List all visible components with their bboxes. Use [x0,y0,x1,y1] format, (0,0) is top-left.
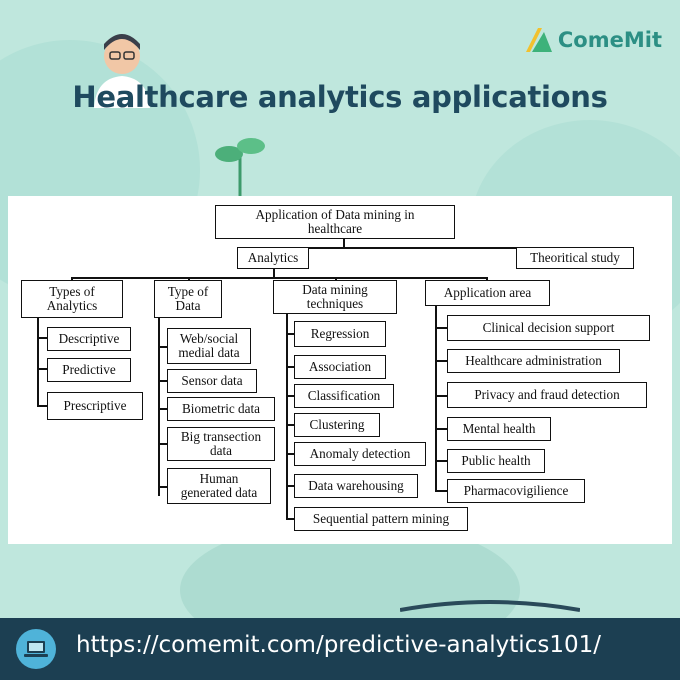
category-application-area: Application area [425,280,550,306]
analytics-node: Analytics [237,247,309,269]
connector-line [37,405,47,407]
connector-line [335,277,337,280]
website-link[interactable]: https://comemit.com/predictive-analytics… [76,632,601,658]
data-type-node: Human generated data [167,468,271,504]
connector-line [37,337,47,339]
analytics-type-node: Prescriptive [47,392,143,420]
category-data-mining-techniques: Data mining techniques [273,280,397,314]
connector-line [286,314,288,520]
diagram-root-node: Application of Data mining in healthcare [215,205,455,239]
connector-line [37,318,39,407]
brand-logo: ComeMit [522,24,662,56]
connector-line [158,380,167,382]
application-area-node: Mental health [447,417,551,441]
data-type-node: Big transection data [167,427,275,461]
page-title: Healthcare analytics applications [72,80,608,114]
data-type-node: Biometric data [167,397,275,421]
application-area-node: Pharmacovigilience [447,479,585,503]
data-type-node: Web/social medial data [167,328,251,364]
footer-bar: https://comemit.com/predictive-analytics… [0,618,680,680]
stethoscope-illustration [400,600,580,612]
connector-line [158,346,167,348]
connector-line [286,366,294,368]
connector-line [286,518,294,520]
connector-line [188,277,190,280]
connector-line [158,318,160,496]
connector-line [37,368,47,370]
connector-line [158,408,167,410]
connector-line [158,443,167,445]
application-area-node: Public health [447,449,545,473]
connector-line [158,486,167,488]
doctor-illustration [94,34,150,108]
category-types-of-analytics: Types of Analytics [21,280,123,318]
technique-node: Sequential pattern mining [294,507,468,531]
connector-line [71,277,73,280]
connector-line [435,490,447,492]
application-area-node: Privacy and fraud detection [447,382,647,408]
category-type-of-data: Type of Data [154,280,222,318]
technique-node: Clustering [294,413,380,437]
connector-line [286,453,294,455]
application-area-node: Clinical decision support [447,315,650,341]
connector-line [286,424,294,426]
connector-line [286,333,294,335]
technique-node: Association [294,355,386,379]
analytics-type-node: Predictive [47,358,131,382]
connector-line [435,327,447,329]
plant-illustration [215,138,265,200]
connector-line [435,306,437,492]
connector-line [486,277,488,280]
connector-line [435,395,447,397]
technique-node: Classification [294,384,394,408]
theoretical-study-node: Theoritical study [516,247,634,269]
technique-node: Regression [294,321,386,347]
connector-line [273,269,275,277]
connector-line [343,239,345,247]
connector-line [435,360,447,362]
connector-line [435,460,447,462]
diagram-panel: Application of Data mining in healthcare… [8,196,672,544]
connector-line [286,485,294,487]
connector-line [71,277,488,279]
technique-node: Anomaly detection [294,442,426,466]
brand-name: ComeMit [557,28,662,52]
laptop-glyph-icon [24,641,48,657]
analytics-type-node: Descriptive [47,327,131,351]
connector-line [286,395,294,397]
connector-line [273,247,581,249]
technique-node: Data warehousing [294,474,418,498]
application-area-node: Healthcare administration [447,349,620,373]
connector-line [435,428,447,430]
laptop-icon [16,629,56,669]
comemit-logo-icon [525,28,552,52]
data-type-node: Sensor data [167,369,257,393]
